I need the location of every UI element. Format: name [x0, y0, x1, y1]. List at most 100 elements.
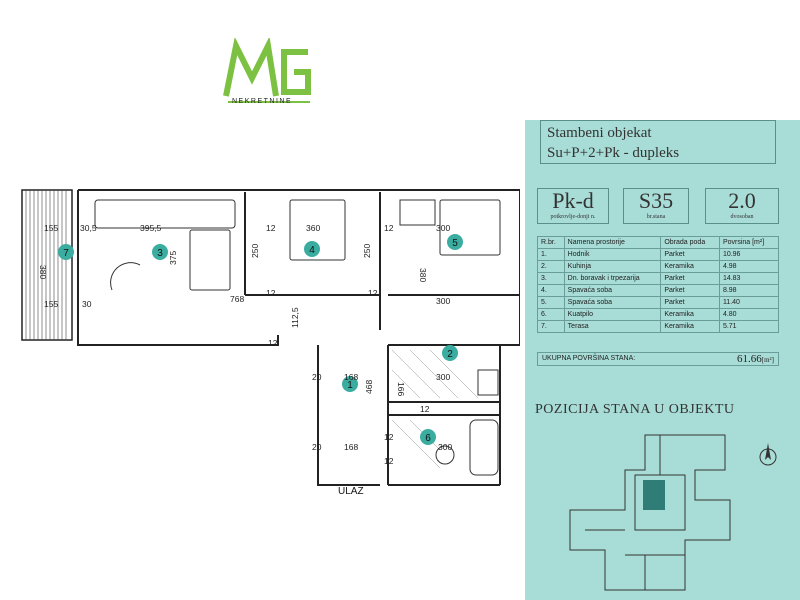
- total-area-label: UKUPNA POVRŠINA STANA:: [542, 355, 636, 362]
- table-cell: Kuhinja: [563, 260, 662, 273]
- dim-label: 30: [82, 299, 92, 309]
- room-marker-2: 2: [447, 349, 453, 360]
- table-cell: 11.40: [718, 296, 780, 309]
- table-cell: Kuatpilo: [563, 308, 662, 321]
- dim-label: 12: [384, 456, 394, 466]
- room-marker-5: 5: [452, 238, 458, 249]
- table-cell: 5.: [537, 296, 565, 309]
- table-header: Povrsina [m²]: [718, 236, 780, 249]
- table-cell: Keramika: [660, 260, 720, 273]
- room-marker-6: 6: [425, 433, 431, 444]
- table-row: 5. Spavaća soba Parket 11.40: [537, 296, 780, 309]
- dim-label: 112,5: [290, 307, 300, 328]
- table-cell: Dn. boravak i trpezarija: [563, 272, 662, 285]
- dim-label: 166: [396, 382, 406, 396]
- table-cell: 10.96: [718, 248, 780, 261]
- table-cell: Keramika: [660, 308, 720, 321]
- table-cell: Parket: [660, 296, 720, 309]
- dim-label: 168: [344, 442, 358, 452]
- table-header-row: R.br. Namena prostorije Obrada poda Povr…: [537, 236, 780, 249]
- dim-label: 20: [312, 442, 322, 452]
- total-area-number: 61.66: [737, 353, 762, 365]
- dim-label: 300: [436, 372, 450, 382]
- dim-label: 20: [312, 372, 322, 382]
- dim-label: 155: [44, 223, 58, 233]
- dim-label: 12: [266, 223, 276, 233]
- dim-label: 468: [364, 380, 374, 394]
- dim-label: 375: [168, 251, 178, 265]
- table-row: 1. Hodnik Parket 10.96: [537, 248, 780, 261]
- room-marker-7: 7: [63, 248, 69, 259]
- entrance-label: ULAZ: [338, 486, 364, 497]
- table-cell: Spavaća soba: [563, 284, 662, 297]
- dim-label: 12: [368, 288, 378, 298]
- room-table: R.br. Namena prostorije Obrada poda Povr…: [537, 236, 780, 333]
- total-area-value: 61.66[m²]: [737, 353, 774, 365]
- dim-label: 12: [384, 432, 394, 442]
- table-cell: Parket: [660, 248, 720, 261]
- table-cell: 2.: [537, 260, 565, 273]
- logo-wordmark: NEKRETNINE: [232, 98, 293, 105]
- compass-icon: [759, 443, 777, 466]
- table-cell: 4.: [537, 284, 565, 297]
- apartment-number-box: S35 br.stana: [623, 188, 689, 224]
- table-row: 2. Kuhinja Keramika 4.98: [537, 260, 780, 273]
- table-cell: Terasa: [563, 320, 662, 333]
- apartment-highlight: [643, 480, 665, 510]
- dim-label: 380: [38, 265, 48, 279]
- dim-label: 250: [362, 244, 372, 258]
- room-marker-4: 4: [309, 245, 315, 256]
- dim-label: 30,5: [80, 223, 97, 233]
- table-header: R.br.: [537, 236, 565, 249]
- dim-label: 12: [268, 338, 278, 348]
- table-cell: Parket: [660, 284, 720, 297]
- table-header: Obrada poda: [660, 236, 720, 249]
- table-cell: Parket: [660, 272, 720, 285]
- dim-label: 768: [230, 294, 244, 304]
- project-title-box: Stambeni objekat Su+P+2+Pk - dupleks: [540, 120, 776, 164]
- table-row: 6. Kuatpilo Keramika 4.80: [537, 308, 780, 321]
- dim-label: 360: [306, 223, 320, 233]
- dim-label: 300: [438, 442, 452, 452]
- company-logo: [223, 38, 311, 103]
- dim-label: 155: [44, 299, 58, 309]
- table-cell: Hodnik: [563, 248, 662, 261]
- table-cell: 14.83: [718, 272, 780, 285]
- project-line-1: Stambeni objekat: [547, 125, 652, 141]
- table-cell: 4.80: [718, 308, 780, 321]
- apartment-type-box: 2.0 dvosoban: [705, 188, 779, 224]
- dim-label: 380: [418, 268, 428, 282]
- dim-label: 300: [436, 296, 450, 306]
- table-cell: 8.98: [718, 284, 780, 297]
- table-row: 4. Spavaća soba Parket 8.98: [537, 284, 780, 297]
- table-cell: 4.98: [718, 260, 780, 273]
- room-marker-1: 1: [347, 380, 353, 391]
- building-position-map: [569, 434, 731, 591]
- apartment-type: 2.0: [728, 188, 756, 213]
- position-title: POZICIJA STANA U OBJEKTU: [535, 402, 735, 417]
- floor-plan: 1 2 3 4 5 6 7 155 380 155 30,5 30 395,5 …: [21, 189, 520, 497]
- dim-label: 12: [384, 223, 394, 233]
- room-marker-3: 3: [157, 248, 163, 259]
- apartment-number-caption: br.stana: [646, 214, 666, 220]
- table-row: 7. Terasa Keramika 5.71: [537, 320, 780, 333]
- dim-label: 12: [420, 404, 430, 414]
- table-cell: Spavaća soba: [563, 296, 662, 309]
- apartment-number: S35: [638, 188, 674, 213]
- info-panel: Stambeni objekat Su+P+2+Pk - dupleks Pk-…: [525, 120, 800, 600]
- project-line-2: Su+P+2+Pk - dupleks: [547, 145, 680, 161]
- table-row: 3. Dn. boravak i trpezarija Parket 14.83: [537, 272, 780, 285]
- apartment-type-caption: dvosoban: [730, 214, 754, 220]
- floor-code: Pk-d: [552, 188, 594, 213]
- dim-label: 250: [250, 244, 260, 258]
- dim-label: 12: [266, 288, 276, 298]
- total-area-box: UKUPNA POVRŠINA STANA: 61.66[m²]: [537, 352, 779, 366]
- table-cell: 3.: [537, 272, 565, 285]
- table-header: Namena prostorije: [563, 236, 662, 249]
- table-cell: Keramika: [660, 320, 720, 333]
- table-cell: 6.: [537, 308, 565, 321]
- floor-code-caption: potkrovlje-donji n.: [550, 214, 596, 220]
- dim-label: 168: [344, 372, 358, 382]
- total-area-unit: [m²]: [761, 356, 774, 364]
- floor-code-box: Pk-d potkrovlje-donji n.: [537, 188, 609, 224]
